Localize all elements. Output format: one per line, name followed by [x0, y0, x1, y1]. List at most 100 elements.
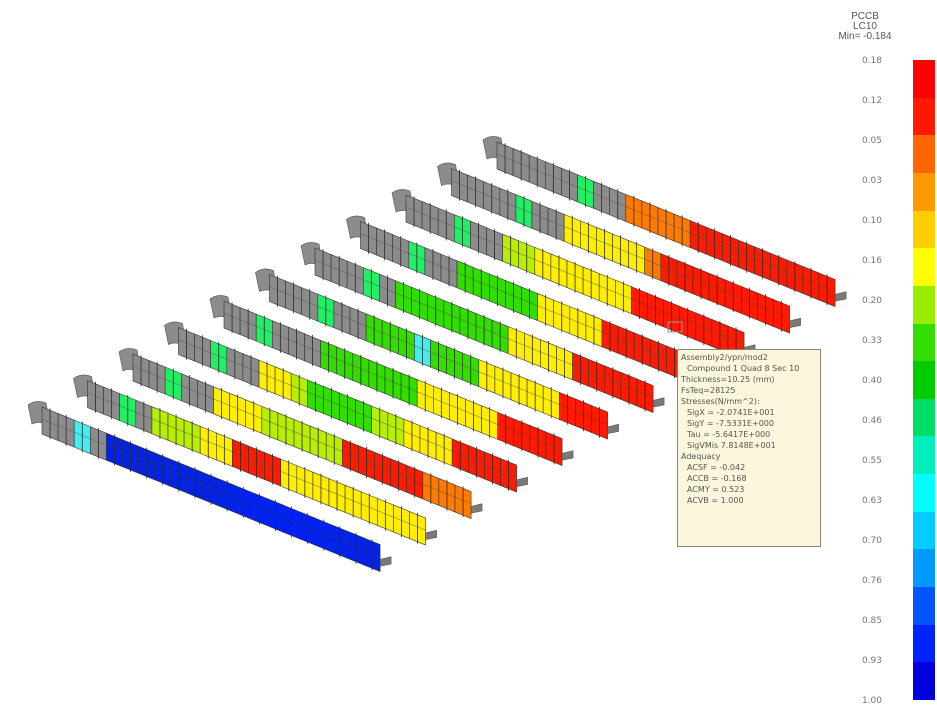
mesh-line [470, 233, 487, 241]
mesh-line [601, 331, 619, 339]
mesh-line [564, 226, 581, 234]
stiffener-row[interactable] [209, 295, 574, 466]
mesh-line [625, 206, 642, 214]
mesh-line [679, 318, 696, 326]
end-cap [789, 317, 801, 328]
mesh-line [374, 464, 391, 472]
mesh-line [347, 273, 364, 280]
stiffener-row[interactable] [437, 162, 801, 334]
mesh-line [695, 324, 712, 332]
mesh-line [438, 490, 456, 498]
legend-swatch [913, 398, 935, 437]
mesh-line [181, 385, 198, 393]
mesh-line [473, 279, 490, 287]
mesh-line [347, 543, 365, 551]
mesh-line [588, 371, 605, 379]
mesh-line [773, 311, 790, 319]
mesh-line [151, 418, 169, 426]
mesh-line [229, 405, 246, 413]
mesh-line [492, 332, 509, 339]
stiffened-panel-model[interactable] [0, 0, 910, 708]
mesh-line [468, 457, 485, 465]
mesh-line [436, 444, 453, 452]
mesh-line [422, 213, 439, 221]
info-line: ACCB = -0.168 [687, 474, 747, 483]
legend-swatch [913, 549, 935, 588]
mesh-line [722, 245, 739, 253]
mesh-line [534, 259, 551, 267]
mesh-line [301, 299, 318, 307]
mesh-line [427, 305, 444, 313]
mesh-line [438, 220, 455, 227]
mesh-line [202, 484, 220, 492]
mesh-line [291, 385, 308, 393]
mesh-line [200, 438, 217, 446]
mesh-line [802, 278, 820, 286]
mesh-line [406, 477, 423, 485]
mesh-line [540, 351, 557, 359]
stiffener-row[interactable] [391, 189, 756, 360]
mesh-line [149, 372, 166, 380]
mesh-line [269, 286, 286, 294]
mesh-line [320, 352, 337, 360]
stiffener-row[interactable] [164, 321, 528, 493]
mesh-line [443, 312, 460, 320]
legend-swatch [913, 323, 935, 362]
mesh-line [132, 365, 150, 373]
mesh-line [674, 226, 691, 233]
info-line: Tau = -5.6417E+000 [687, 430, 771, 439]
stiffener-row[interactable] [255, 268, 619, 440]
mesh-line [618, 338, 635, 346]
mesh-line [545, 443, 563, 451]
mesh-line [223, 312, 241, 320]
mesh-line [496, 153, 514, 161]
mesh-line [583, 279, 600, 286]
mesh-line [358, 457, 375, 465]
mesh-line [352, 365, 369, 373]
mesh-line [408, 253, 425, 261]
mesh-line [430, 351, 447, 359]
end-cap [516, 476, 528, 487]
mesh-line [478, 371, 495, 379]
mesh-line [467, 187, 484, 194]
mesh-line [366, 325, 383, 333]
mesh-line [41, 418, 59, 426]
stiffener-row[interactable] [482, 136, 847, 307]
mesh-line [561, 180, 578, 188]
mesh-line [310, 438, 327, 445]
mesh-line [403, 431, 421, 439]
stiffener-row[interactable] [27, 401, 392, 572]
legend-swatch [913, 285, 935, 325]
mesh-line [550, 265, 568, 273]
mesh-line [251, 504, 268, 512]
mesh-line [754, 258, 771, 266]
mesh-line [58, 425, 75, 433]
mesh-line [178, 339, 195, 347]
end-cap [652, 397, 665, 408]
legend-swatch [913, 474, 935, 513]
mesh-line [513, 160, 530, 168]
legend-swatch [913, 60, 935, 99]
stiffener-row[interactable] [118, 348, 483, 519]
mesh-line [521, 298, 538, 306]
mesh-line [709, 285, 726, 293]
mesh-line [314, 259, 332, 267]
mesh-line [280, 471, 297, 478]
mesh-line [277, 424, 295, 432]
mesh-line [676, 272, 694, 280]
info-line: Thickness=10.25 (mm) [681, 375, 775, 384]
stiffener-row[interactable] [300, 242, 665, 413]
mesh-line [376, 240, 393, 247]
legend-title-line: Min= -0.184 [838, 31, 892, 42]
mesh-line [596, 239, 613, 247]
legend-tick-label: 0.10 [861, 216, 882, 226]
mesh-line [336, 358, 353, 366]
end-cap [834, 291, 847, 302]
mesh-line [657, 219, 675, 227]
stiffener-row[interactable] [73, 374, 437, 546]
legend-tick-label: 0.55 [861, 456, 882, 466]
mesh-line [401, 385, 418, 392]
mesh-line [609, 199, 626, 207]
legend-tick-label: 0.76 [861, 576, 882, 586]
